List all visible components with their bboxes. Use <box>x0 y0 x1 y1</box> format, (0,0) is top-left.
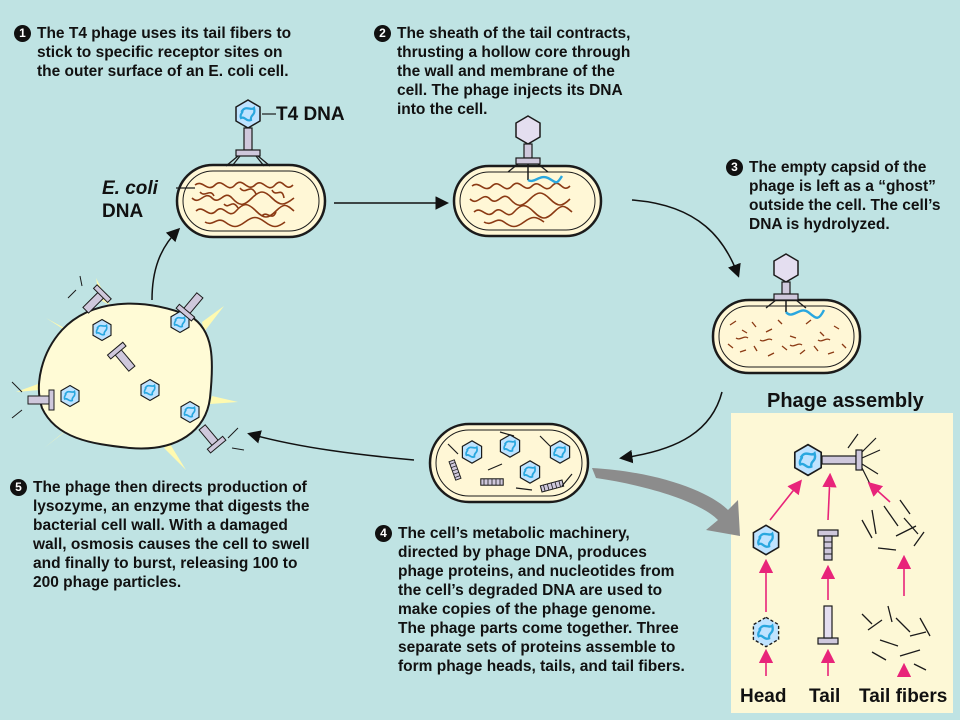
step-4-line-1: The cell’s metabolic machinery, <box>398 525 630 542</box>
step-4-line-8: form phage heads, tails, and tail fibers… <box>398 658 685 675</box>
head-label: Head <box>740 686 787 707</box>
t4-dna-label: T4 DNA <box>276 104 345 125</box>
tail-label: Tail <box>809 686 841 707</box>
step-number-4: 4 <box>375 525 392 542</box>
step-3-line-2: phage is left as a “ghost” <box>749 178 936 195</box>
step-5-line-3: bacterial cell wall. With a damaged <box>33 517 288 534</box>
step-5-line-4: wall, osmosis causes the cell to swell <box>33 536 310 553</box>
step-2-line-3: the wall and membrane of the <box>397 63 615 80</box>
step-5-line-6: 200 phage particles. <box>33 574 182 591</box>
step-1-text: 1 The T4 phage uses its tail fibers to st… <box>14 24 344 81</box>
step-4-line-3: phage proteins, and nucleotides from <box>398 563 675 580</box>
step-number-5: 5 <box>10 479 27 496</box>
step-5-line-2: lysozyme, an enzyme that digests the <box>33 498 310 515</box>
step-2-text: 2 The sheath of the tail contracts, thrus… <box>374 24 674 119</box>
step-3-line-3: outside the cell. The cell’s <box>749 197 941 214</box>
step-4-text: 4 The cell’s metabolic machinery, directe… <box>375 524 720 676</box>
cell-1-attachment <box>175 98 327 239</box>
step-4-line-7: separate sets of proteins assemble to <box>398 639 676 656</box>
cell-5-lysis <box>11 275 245 470</box>
step-5-text: 5 The phage then directs production of ly… <box>10 478 350 592</box>
step-2-line-2: thrusting a hollow core through <box>397 44 631 61</box>
step-3-line-1: The empty capsid of the <box>749 159 927 176</box>
phage-assembly-title: Phage assembly <box>767 390 924 412</box>
step-4-line-5: make copies of the phage genome. <box>398 601 656 618</box>
ecoli-dna-label: DNA <box>102 201 144 222</box>
cell-2-injection <box>452 115 603 238</box>
tail-fibers-label: Tail fibers <box>859 686 948 707</box>
step-3-line-4: DNA is hydrolyzed. <box>749 216 890 233</box>
step-1-line-3: the outer surface of an E. coli cell. <box>37 63 289 80</box>
cell-4-synthesis <box>428 422 590 504</box>
step-4-line-2: directed by phage DNA, produces <box>398 544 647 561</box>
cell-3-ghost <box>711 253 862 375</box>
step-1-line-1: The T4 phage uses its tail fibers to <box>37 25 292 42</box>
step-5-line-5: and finally to burst, releasing 100 to <box>33 555 298 572</box>
step-number-2: 2 <box>374 25 391 42</box>
step-2-line-5: into the cell. <box>397 101 488 118</box>
step-number-1: 1 <box>14 25 31 42</box>
step-2-line-1: The sheath of the tail contracts, <box>397 25 631 42</box>
step-1-line-2: stick to specific receptor sites on <box>37 44 283 61</box>
step-number-3: 3 <box>726 159 743 176</box>
step-3-text: 3 The empty capsid of the phage is left a… <box>726 158 956 234</box>
step-4-line-6: The phage parts come together. Three <box>398 620 679 637</box>
ecoli-label: E. coli <box>102 178 158 199</box>
step-2-line-4: cell. The phage injects its DNA <box>397 82 623 99</box>
step-4-line-4: the cell’s degraded DNA are used to <box>398 582 663 599</box>
step-5-line-1: The phage then directs production of <box>33 479 307 496</box>
assembly-drawing <box>752 433 931 678</box>
